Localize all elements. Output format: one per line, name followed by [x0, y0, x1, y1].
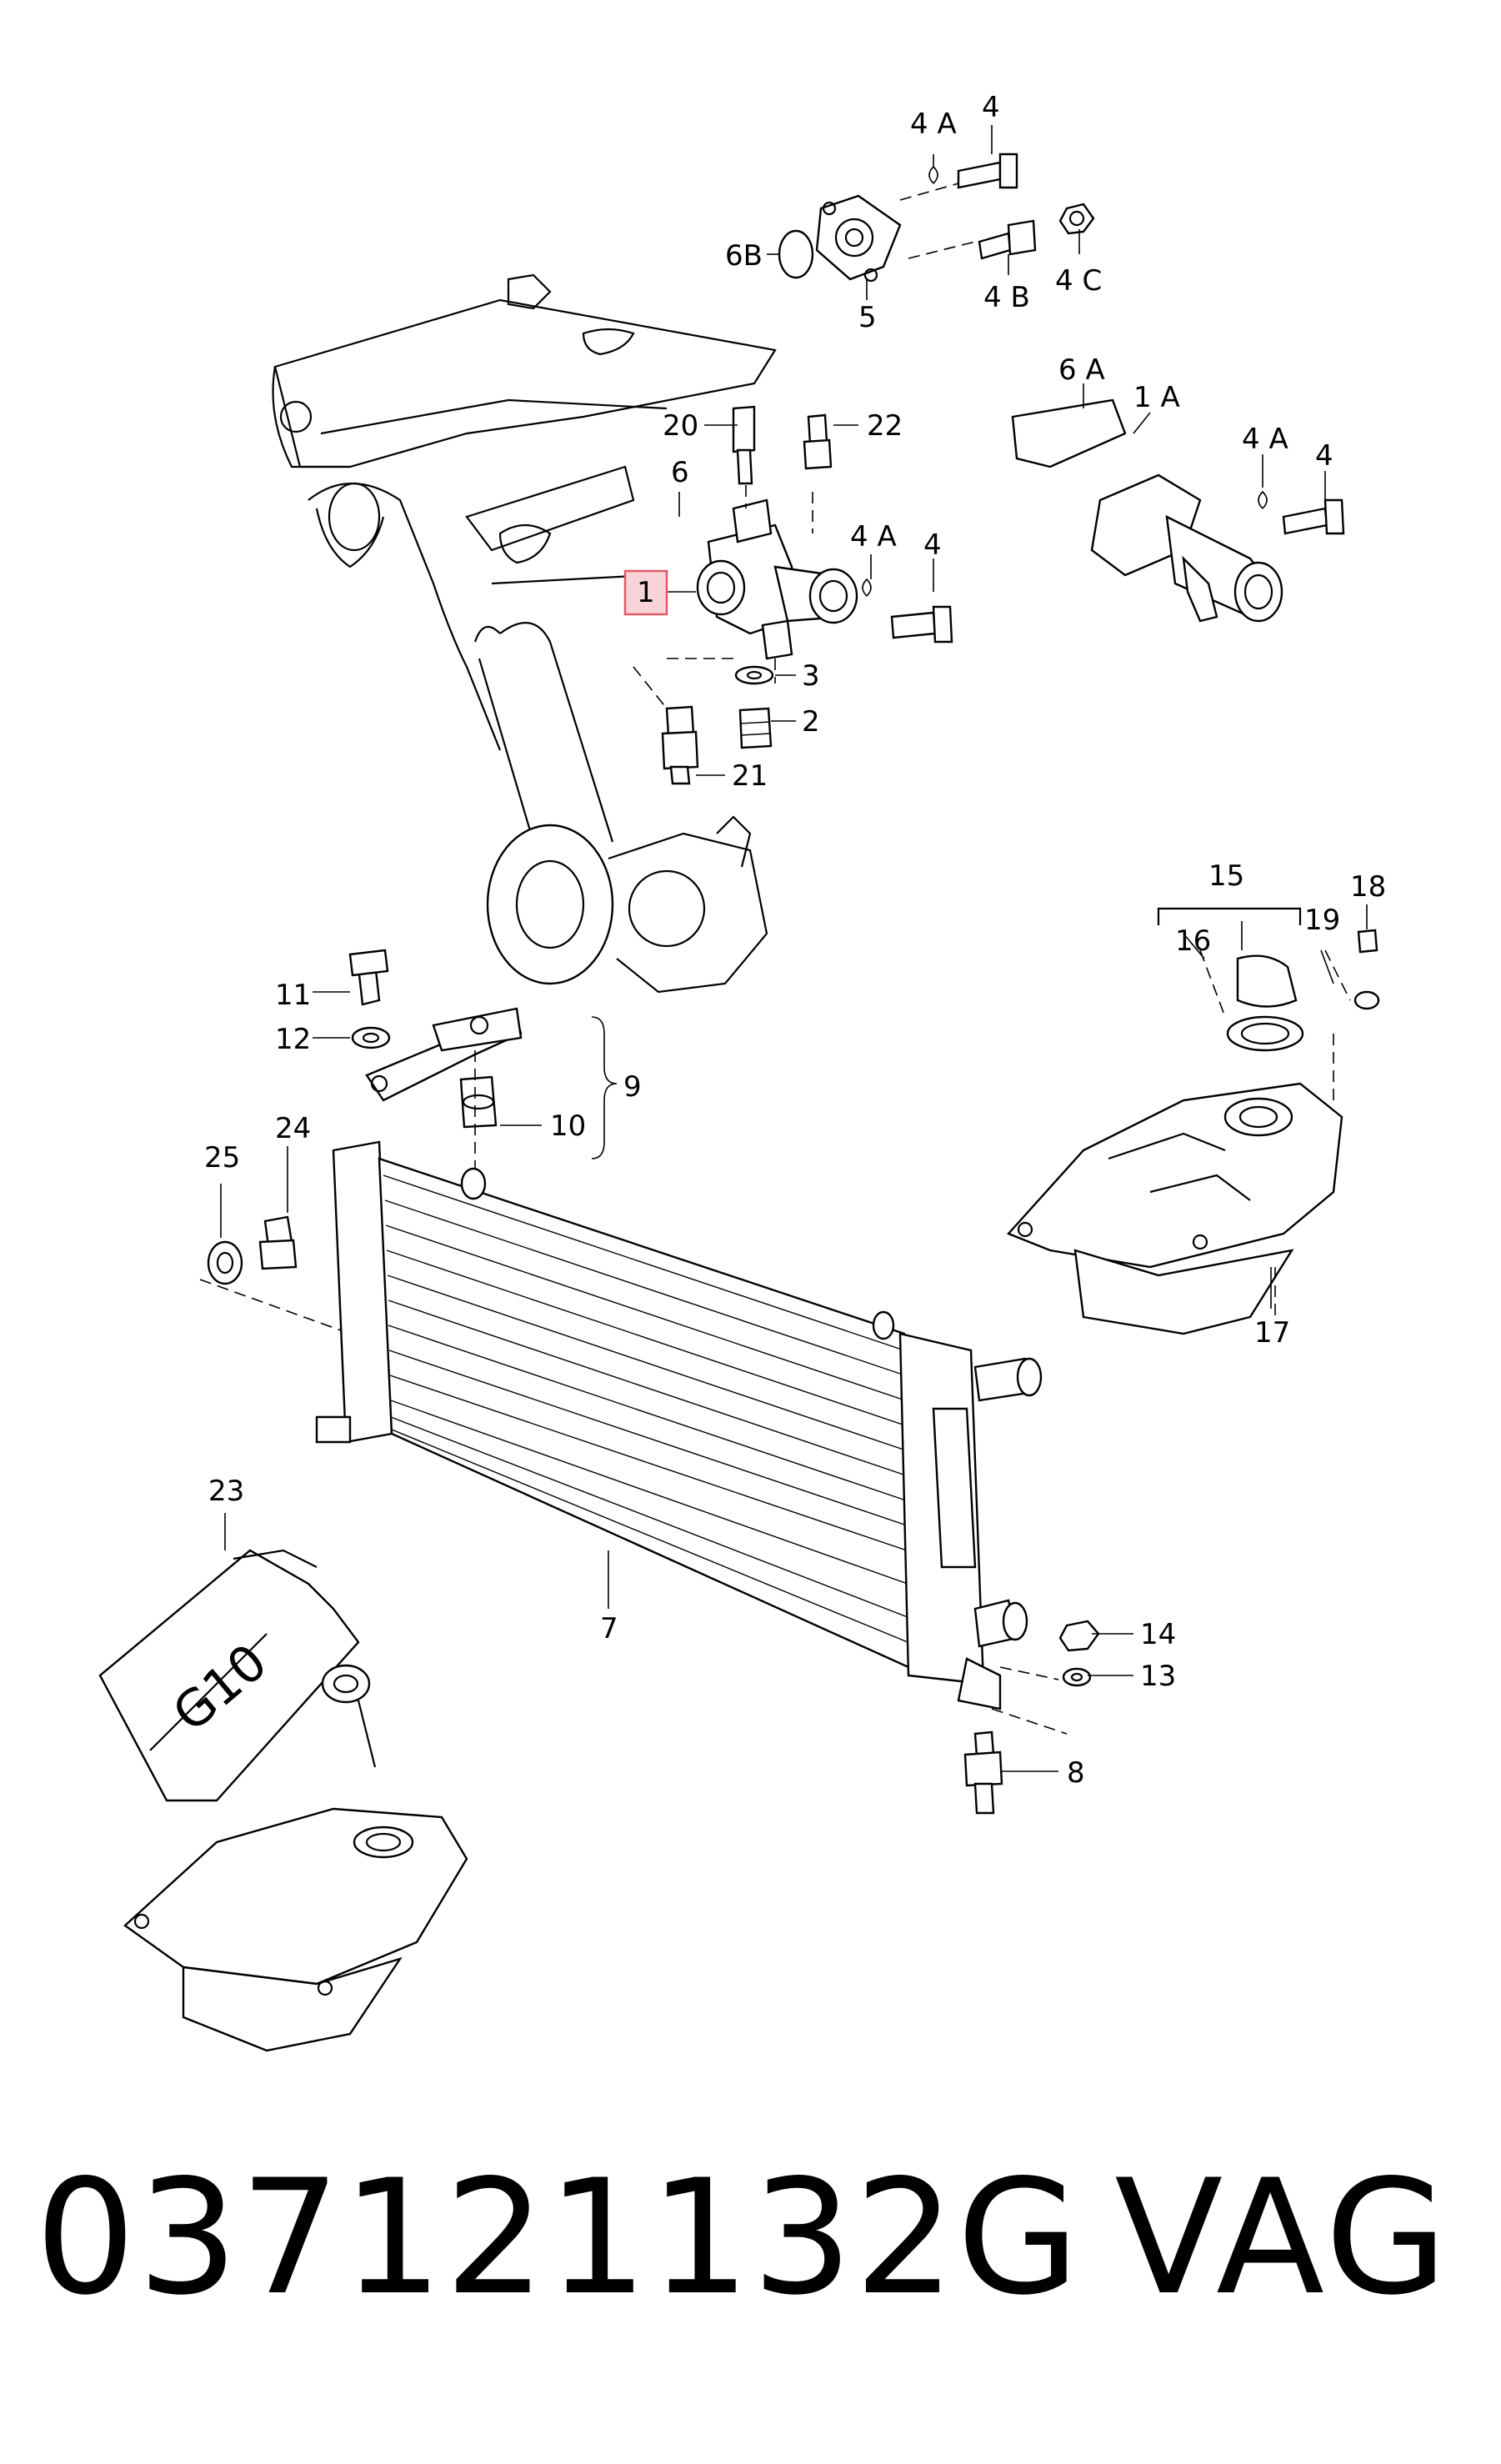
callout-4C: 4 C: [1055, 264, 1102, 298]
sensors: [633, 405, 833, 785]
callout-10: 10: [550, 1109, 586, 1143]
drain-plug: [199, 1215, 351, 1335]
brand-name: VAG: [1114, 2146, 1451, 2330]
callout-17: 17: [1254, 1316, 1290, 1350]
coolant-jug-23: G10: [98, 1549, 468, 2052]
callout-4-right: 4: [1315, 439, 1333, 473]
callout-4-top: 4: [982, 91, 1000, 124]
callout-7: 7: [600, 1612, 618, 1645]
callout-15: 15: [1208, 859, 1244, 893]
callout-4A-mid: 4 A: [850, 520, 897, 553]
callout-4-mid: 4: [923, 528, 942, 562]
part-number: 037121132G: [35, 2146, 1082, 2330]
callout-16: 16: [1175, 924, 1211, 958]
fasteners-right: [963, 1620, 1100, 1815]
callout-14: 14: [1140, 1618, 1176, 1651]
callout-5: 5: [858, 301, 877, 334]
callout-21: 21: [732, 759, 768, 793]
callout-3: 3: [802, 659, 820, 693]
callout-1: 1: [637, 576, 655, 609]
callout-19: 19: [1304, 904, 1340, 937]
callout-24: 24: [275, 1112, 311, 1145]
callout-1A: 1 A: [1133, 381, 1180, 414]
radiator: [315, 1140, 1068, 1735]
part-5-flange: [778, 153, 1095, 283]
callout-18: 18: [1350, 870, 1386, 904]
callout-22: 22: [867, 409, 903, 443]
callout-4A-top: 4 A: [910, 108, 957, 141]
highlight-box: [623, 569, 668, 616]
callout-2: 2: [802, 705, 820, 739]
callout-4B: 4 B: [983, 281, 1030, 314]
callout-6A: 6 A: [1058, 353, 1105, 387]
callout-4A-right: 4 A: [1242, 423, 1288, 456]
callout-23: 23: [208, 1475, 244, 1508]
callout-6B: 6B: [725, 239, 763, 273]
callout-labels: 4 A 4 6B 5 4 B 4 C 6 A 1 A 4 A 4 20 22 6…: [204, 91, 1386, 1790]
callout-12: 12: [275, 1023, 311, 1056]
callout-25: 25: [204, 1141, 240, 1174]
engine-block: [272, 273, 777, 751]
exploded-parts-diagram: G10: [98, 91, 1386, 2052]
callout-9: 9: [623, 1070, 642, 1104]
part-1-coolant-flange: [667, 467, 953, 684]
expansion-tank-17: [1006, 907, 1380, 1335]
bracket-assembly: [348, 949, 618, 1184]
part-1A-flange: [1011, 398, 1345, 623]
leader-lines: [220, 125, 1368, 1772]
callout-6: 6: [671, 456, 689, 489]
callout-11: 11: [275, 979, 311, 1012]
callout-20: 20: [663, 409, 698, 443]
belt-pulley: [473, 622, 768, 994]
callout-8: 8: [1067, 1756, 1085, 1790]
callout-13: 13: [1140, 1660, 1176, 1693]
